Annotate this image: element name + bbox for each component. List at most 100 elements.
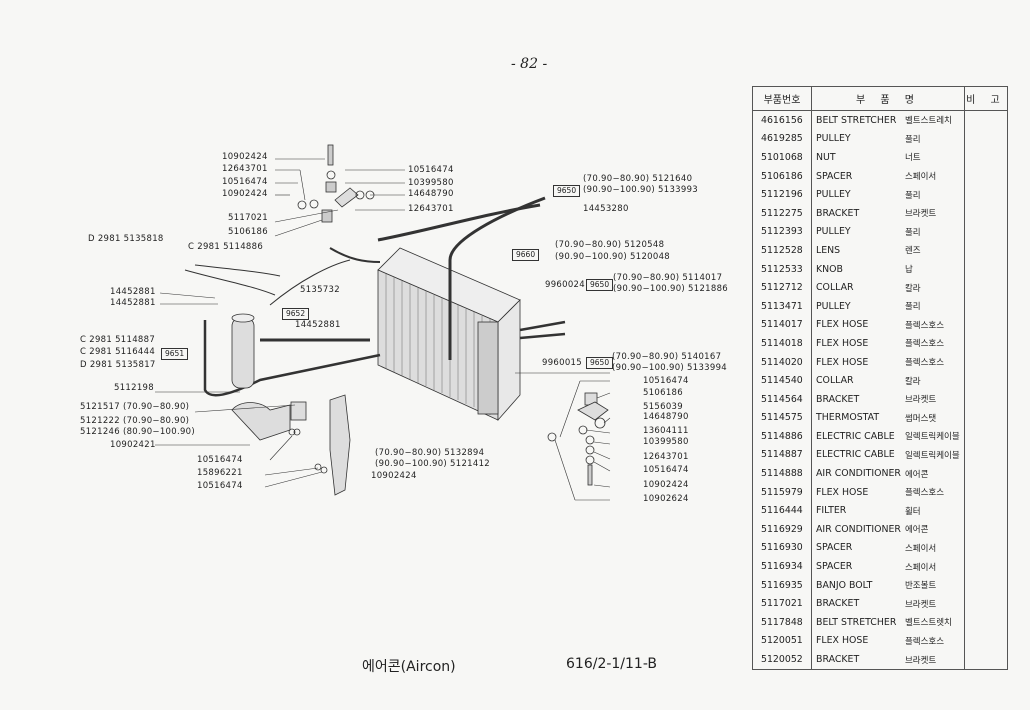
part-name-ko: 납 <box>900 259 965 279</box>
part-name-ko: 벨트스트렛치 <box>900 613 965 632</box>
part-name-ko: 플렉스호스 <box>900 631 965 651</box>
callout-label: D 2981 5135817 <box>80 360 156 370</box>
part-name-ko: 너트 <box>900 148 965 167</box>
remarks <box>964 576 1007 595</box>
document-code: 616/2-1/11-B <box>566 656 657 672</box>
callout-label: 5156039 <box>643 402 683 412</box>
part-name-en: LENS <box>816 244 841 256</box>
part-name-ko: 칼라 <box>900 371 965 390</box>
part-number: 5114887 <box>752 445 813 465</box>
part-name-ko: 스페이서 <box>900 166 965 186</box>
remarks <box>964 204 1007 223</box>
remarks <box>964 483 1007 502</box>
remarks <box>964 520 1007 539</box>
part-name-ko: 스페이서 <box>900 538 965 558</box>
table-header-row: 부품번호 부 품 명 비 고 <box>752 86 1008 111</box>
callout-label: 12643701 <box>643 452 689 462</box>
part-number: 5116935 <box>752 575 813 595</box>
part-name-en: KNOB <box>816 263 843 275</box>
part-name-ko: 플렉스호스 <box>900 482 965 502</box>
remarks <box>964 278 1007 297</box>
part-number: 5114540 <box>752 371 813 390</box>
callout-group-box: 9652 <box>282 308 310 320</box>
callout-label: 10516474 <box>408 165 454 175</box>
part-number: 5112393 <box>752 222 813 242</box>
part-name-en: FLEX HOSE <box>816 356 869 368</box>
part-name-en: PULLEY <box>816 300 851 312</box>
callout-label: 15896221 <box>197 468 243 478</box>
remarks <box>964 334 1007 353</box>
part-number: 5120052 <box>752 650 813 670</box>
part-name-ko: 풀리 <box>900 296 965 316</box>
callout-label: (70.90−80.90) 5140167 <box>612 352 722 362</box>
part-number: 5117848 <box>752 613 813 632</box>
callout-label: 5117021 <box>228 213 268 223</box>
callout-label: 10516474 <box>643 465 689 475</box>
part-number: 5112533 <box>752 259 813 279</box>
part-name-ko: 풀리 <box>900 129 965 149</box>
remarks <box>964 613 1007 632</box>
remarks <box>964 148 1007 167</box>
remarks <box>964 632 1007 651</box>
remarks <box>964 650 1007 669</box>
callout-label: (70.90−80.90) 5121640 <box>583 174 693 184</box>
part-number: 5114575 <box>752 408 813 428</box>
part-name-en: FLEX HOSE <box>816 319 869 331</box>
part-number: 5120051 <box>752 631 813 651</box>
part-name-en: BRACKET <box>816 393 860 405</box>
part-name-en: SPACER <box>816 542 853 554</box>
callout-label: D 2981 5135818 <box>88 234 164 244</box>
part-name-en: PULLEY <box>816 189 851 201</box>
callout-label: 12643701 <box>222 164 268 174</box>
callout-label: 10902424 <box>643 480 689 490</box>
remarks <box>964 557 1007 576</box>
part-name-en: AIR CONDITIONER <box>816 523 901 535</box>
callout-label: 5106186 <box>228 227 268 237</box>
callout-label: 14648790 <box>408 189 454 199</box>
callout-label: 10516474 <box>643 376 689 386</box>
part-name-en: NUT <box>816 151 836 163</box>
part-number: 5115979 <box>752 482 813 502</box>
diagram-caption: 에어콘(Aircon) <box>362 659 456 675</box>
part-name-en: PULLEY <box>816 226 851 238</box>
page-number: - 82 - <box>511 56 548 72</box>
callout-label: 14452881 <box>295 320 341 330</box>
part-number: 5106186 <box>752 166 813 186</box>
callout-label: 10902421 <box>110 440 156 450</box>
callout-label: 14452881 <box>110 287 156 297</box>
remarks <box>964 446 1007 465</box>
part-name-en: COLLAR <box>816 375 854 387</box>
callout-label: 9960024 <box>545 280 585 290</box>
part-name-ko: 휠터 <box>900 501 965 521</box>
callout-label: 10399580 <box>643 437 689 447</box>
part-name-en: SPACER <box>816 561 853 573</box>
callout-label: (70.90−80.90) 5120548 <box>555 240 665 250</box>
part-name-ko: 렌즈 <box>900 241 965 260</box>
remarks <box>964 427 1007 446</box>
part-number: 5112528 <box>752 241 813 260</box>
callout-group-box: 9651 <box>161 348 189 360</box>
remarks <box>964 409 1007 428</box>
part-number: 5114564 <box>752 389 813 409</box>
part-number: 5112712 <box>752 278 813 297</box>
callout-label: 14648790 <box>643 412 689 422</box>
part-name-en: ELECTRIC CABLE <box>816 430 895 442</box>
callout-label: 5106186 <box>643 388 683 398</box>
part-number: 4616156 <box>752 110 813 130</box>
callout-label: 10516474 <box>197 455 243 465</box>
part-number: 5113471 <box>752 296 813 316</box>
remarks <box>964 316 1007 335</box>
part-name-ko: 일렉트릭케이블 <box>900 427 965 446</box>
part-name-en: THERMOSTAT <box>816 412 880 424</box>
callout-label: 10902624 <box>643 494 689 504</box>
